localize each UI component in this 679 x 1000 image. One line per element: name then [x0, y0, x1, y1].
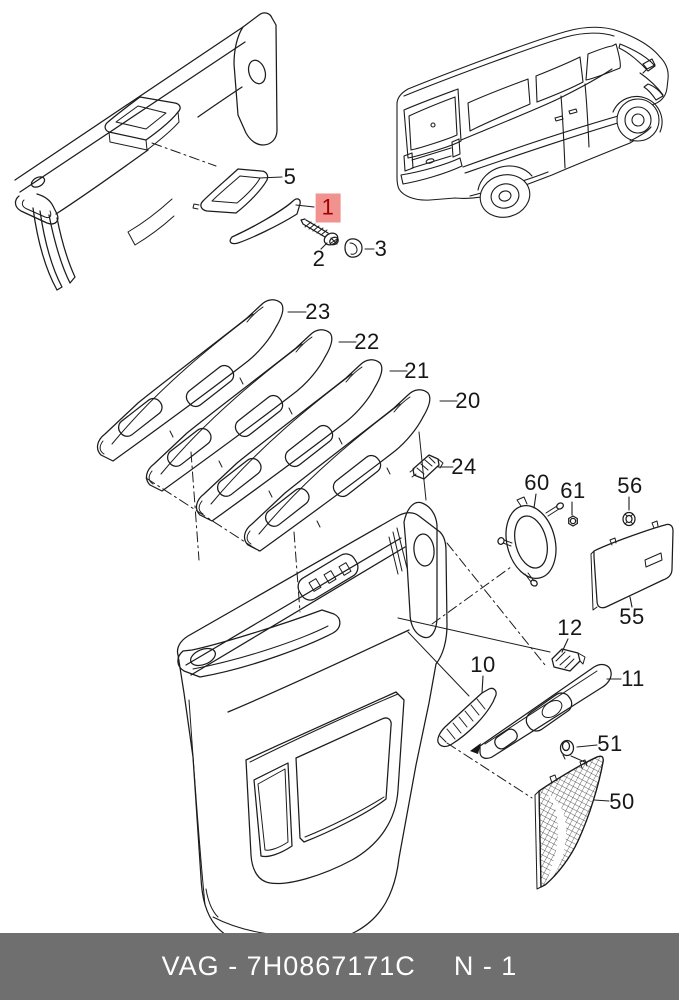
- callout-part-61[interactable]: 61: [560, 478, 586, 503]
- sill-trim-assembly: [14, 12, 363, 291]
- speaker-ring-60: [497, 496, 564, 587]
- callout-part-56[interactable]: 56: [617, 473, 643, 498]
- grommet-56: [622, 511, 636, 527]
- callout-part-21[interactable]: 21: [404, 358, 430, 383]
- callout-part-20[interactable]: 20: [455, 388, 481, 413]
- clip-12: [551, 648, 586, 672]
- part-5-bezel: [192, 168, 269, 214]
- callout-part-50[interactable]: 50: [609, 789, 635, 814]
- cover-55: [590, 520, 674, 611]
- leader-lines: [258, 176, 633, 802]
- callout-part-60[interactable]: 60: [524, 470, 550, 495]
- grommet-51: [559, 739, 575, 760]
- trim-20: [243, 389, 431, 552]
- callout-part-12[interactable]: 12: [557, 615, 583, 640]
- door-panel: [176, 501, 448, 952]
- part-3-cap: [344, 238, 363, 258]
- callout-part-5[interactable]: 5: [283, 164, 297, 189]
- callout-part-55[interactable]: 55: [619, 604, 645, 629]
- callout-part-2[interactable]: 2: [312, 246, 326, 271]
- clip-24: [409, 454, 444, 480]
- insert-10: [437, 687, 497, 748]
- nut-61: [568, 515, 578, 527]
- callout-part-24[interactable]: 24: [451, 454, 477, 479]
- callout-part-22[interactable]: 22: [354, 329, 380, 354]
- part-1-trim-cap: [229, 198, 301, 245]
- armrest-trim-set: [96, 299, 444, 552]
- sheet-ref: N - 1: [453, 951, 518, 981]
- trim-11: [470, 663, 612, 759]
- callout-part-1-highlighted[interactable]: 1: [315, 193, 341, 223]
- callout-part-23[interactable]: 23: [305, 299, 331, 324]
- callout-part-3[interactable]: 3: [374, 236, 388, 261]
- callout-part-51[interactable]: 51: [597, 731, 623, 756]
- callout-part-11[interactable]: 11: [621, 666, 645, 691]
- assembly-lines: [145, 142, 588, 799]
- speaker-grille-50: [534, 755, 604, 890]
- catalog-code: VAG - 7H0867171C: [161, 951, 416, 981]
- footer-bar: VAG - 7H0867171C N - 1: [0, 933, 679, 1000]
- callout-part-10[interactable]: 10: [470, 652, 496, 677]
- part-2-screw: [300, 218, 339, 246]
- van-illustration: [396, 26, 669, 218]
